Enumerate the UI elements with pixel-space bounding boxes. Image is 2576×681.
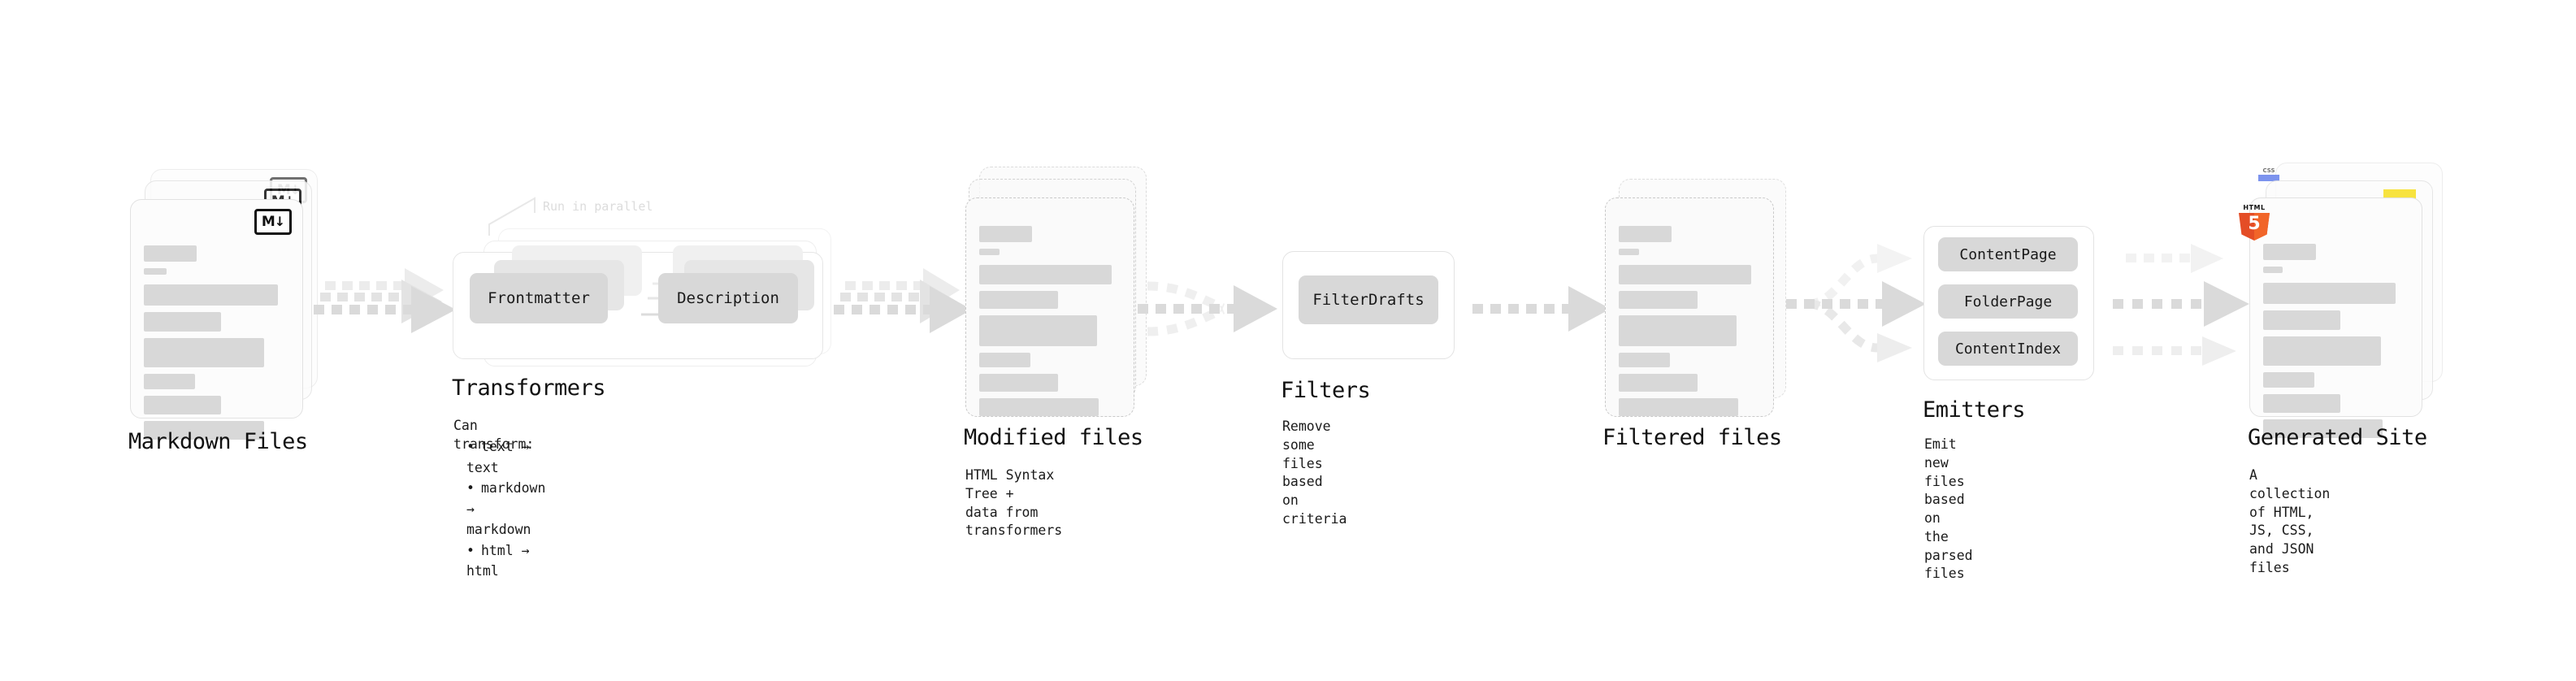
- chip-contentindex-label: ContentIndex: [1954, 340, 2062, 358]
- connector-modified-files-to-filters: [1138, 268, 1288, 366]
- chip-description[interactable]: Description: [658, 273, 798, 323]
- connector-markdown-to-transformers: [314, 268, 464, 362]
- stage-title-modified-files: Modified files: [964, 425, 1143, 450]
- transformers-sub-item: html → html: [466, 540, 545, 582]
- modified-file-card-front: [965, 197, 1134, 417]
- chip-filterdrafts-label: FilterDrafts: [1312, 291, 1425, 309]
- filtered-file-card-front: [1605, 197, 1774, 417]
- stage-subtitle-modified-files: HTML Syntax Tree + data from transformer…: [965, 467, 1063, 539]
- chip-contentpage[interactable]: ContentPage: [1938, 237, 2078, 271]
- stage-title-emitters: Emitters: [1923, 397, 2026, 423]
- run-in-parallel-leader: [488, 197, 536, 236]
- site-file-card-front: HTML 5: [2239, 197, 2422, 438]
- run-in-parallel-label: Run in parallel: [543, 199, 653, 214]
- stage-subtitle-generated-site: A collection of HTML, JS, CSS, and JSON …: [2249, 467, 2331, 575]
- markdown-file-card-front: M↓: [130, 199, 303, 440]
- stage-title-transformers: Transformers: [452, 375, 606, 401]
- file-content-lines: [144, 245, 291, 446]
- chip-folderpage-label: FolderPage: [1963, 293, 2053, 310]
- chip-filterdrafts[interactable]: FilterDrafts: [1299, 275, 1438, 324]
- connector-emitters-to-generated-site: [2113, 232, 2259, 371]
- connector-filters-to-filtered-files: [1472, 286, 1611, 351]
- stage-title-filters: Filters: [1281, 378, 1371, 403]
- transformers-sub-item: text → text: [466, 436, 545, 478]
- stage-title-markdown-files: Markdown Files: [128, 429, 308, 454]
- transformers-sub-list: text → text markdown → markdown html → h…: [453, 436, 545, 582]
- transformers-sub-item: markdown → markdown: [466, 478, 545, 540]
- html5-badge: HTML 5: [2239, 204, 2270, 241]
- css-badge: CSS: [2258, 167, 2279, 181]
- chip-contentpage-label: ContentPage: [1959, 245, 2057, 263]
- stage-subtitle-emitters: Emit new files based on the parsed files: [1924, 436, 1973, 582]
- file-content-lines: [979, 226, 1122, 423]
- markdown-badge-front: M↓: [254, 209, 292, 235]
- chip-folderpage[interactable]: FolderPage: [1938, 284, 2078, 319]
- file-content-lines: [2263, 244, 2410, 445]
- stage-subtitle-filters: Remove some files based on criteria: [1282, 419, 1347, 527]
- connector-filtered-files-to-emitters: [1786, 237, 1941, 367]
- chip-frontmatter-label: Frontmatter: [488, 289, 590, 307]
- stage-title-filtered-files: Filtered files: [1602, 425, 1782, 450]
- chip-description-label: Description: [677, 289, 779, 307]
- connector-transformers-to-modified-files: [834, 268, 976, 362]
- stage-title-generated-site: Generated Site: [2248, 425, 2427, 450]
- chip-contentindex[interactable]: ContentIndex: [1938, 332, 2078, 366]
- chip-frontmatter[interactable]: Frontmatter: [470, 273, 608, 323]
- file-content-lines: [1619, 226, 1762, 423]
